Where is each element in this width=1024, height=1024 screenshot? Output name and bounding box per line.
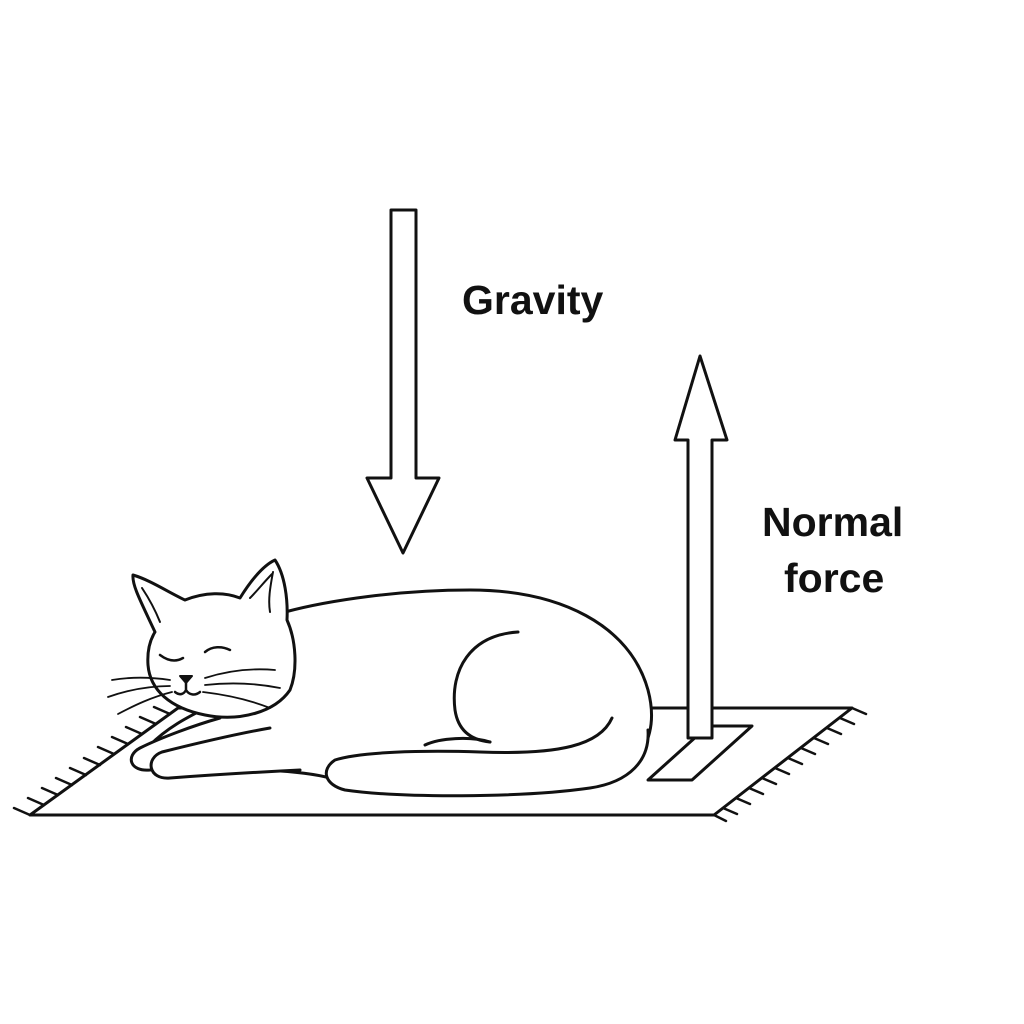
normal-force-arrow	[648, 356, 752, 780]
gravity-label: Gravity	[462, 277, 604, 323]
normal-force-base	[648, 726, 752, 780]
cat-eye-left	[160, 655, 183, 660]
normal-force-label-line2: force	[784, 555, 885, 601]
cat-haunch	[454, 632, 518, 742]
cat-tail	[326, 718, 648, 796]
cat-eye-right	[205, 647, 230, 652]
rug-fringe-left	[14, 707, 170, 815]
cat-whiskers	[108, 669, 280, 714]
normal-force-label-line1: Normal	[762, 499, 904, 545]
rug-fringe-right	[714, 708, 866, 821]
normal-force-shaft	[675, 356, 727, 738]
gravity-arrow	[367, 210, 439, 553]
cat-mouth	[175, 683, 200, 694]
cat	[108, 560, 651, 796]
cat-inner-ear-left	[142, 588, 160, 622]
cat-front-leg-front	[151, 728, 300, 778]
gravity-arrow-shape	[367, 210, 439, 553]
cat-hind-paw	[425, 738, 490, 745]
cat-head	[133, 560, 295, 717]
cat-inner-ear-right	[250, 572, 273, 612]
cat-nose	[180, 676, 192, 683]
normal-force-label: Normal force	[762, 494, 903, 606]
